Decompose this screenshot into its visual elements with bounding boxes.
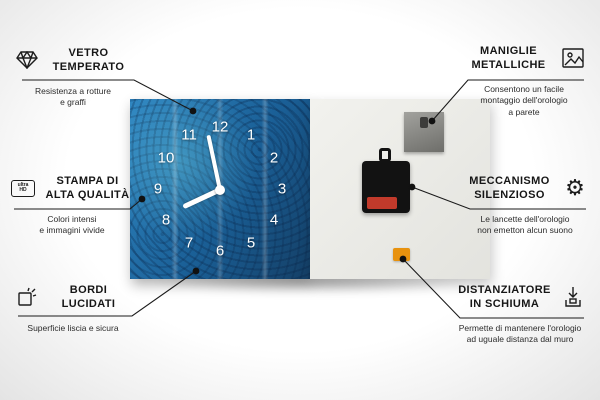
callout-subtitle: Colori intensi e immagini vivide xyxy=(39,213,105,236)
callout-stampa-alta-qualita: ultra HD STAMPA DI ALTA QUALITÀ Colori i… xyxy=(10,174,134,237)
clock-number: 1 xyxy=(246,126,256,144)
callout-title: BORDI LUCIDATI xyxy=(61,284,116,311)
clock-number: 3 xyxy=(277,180,287,198)
callout-bordi-lucidati: BORDI LUCIDATI Superficie liscia e sicur… xyxy=(14,283,132,334)
clock-center-cap xyxy=(215,185,225,195)
callout-meccanismo-silenzioso: MECCANISMO SILENZIOSO ⚙ Le lancette dell… xyxy=(462,174,588,237)
polished-edge-icon xyxy=(14,287,40,307)
diamond-icon xyxy=(14,51,40,70)
callout-title: MANIGLIE METALLICHE xyxy=(471,45,546,72)
clock-front: 12 1 2 3 4 5 6 7 8 9 10 11 xyxy=(130,99,310,279)
clock-number: 5 xyxy=(246,234,256,252)
hanger-slot xyxy=(420,117,428,128)
callout-subtitle: Le lancette dell'orologio non emetton al… xyxy=(477,213,573,236)
callout-subtitle: Superficie liscia e sicura xyxy=(27,322,119,333)
callout-vetro-temperato: VETRO TEMPERATO Resistenza a rotture e g… xyxy=(14,46,132,109)
ultra-hd-badge-icon: ultra HD xyxy=(10,179,36,197)
callout-subtitle: Consentono un facile montaggio dell'orol… xyxy=(480,83,568,118)
picture-frame-icon xyxy=(560,48,586,68)
callout-subtitle: Resistenza a rotture e graffi xyxy=(34,85,112,108)
callout-title: MECCANISMO SILENZIOSO xyxy=(469,175,550,202)
clock-mechanism xyxy=(362,148,410,213)
callout-title: STAMPA DI ALTA QUALITÀ xyxy=(45,175,130,202)
clock-number: 4 xyxy=(269,211,279,229)
metal-hanger xyxy=(404,112,444,152)
clock-number: 6 xyxy=(215,242,225,260)
clock-number: 11 xyxy=(181,126,197,144)
clock-number: 9 xyxy=(153,180,163,198)
clock-number: 10 xyxy=(157,149,175,167)
callout-title: VETRO TEMPERATO xyxy=(52,47,125,74)
clock-number: 2 xyxy=(269,149,279,167)
mechanism-hook xyxy=(379,148,391,162)
gear-icon: ⚙ xyxy=(565,175,585,201)
callout-maniglie-metalliche: MANIGLIE METALLICHE Consentono un facile… xyxy=(462,44,586,119)
clock-number: 8 xyxy=(161,211,171,229)
callout-title: DISTANZIATORE IN SCHIUMA xyxy=(458,284,551,311)
foam-spacer-icon xyxy=(560,286,586,308)
callout-distanziatore-schiuma: DISTANZIATORE IN SCHIUMA Permette di man… xyxy=(454,283,586,346)
foam-spacer xyxy=(393,248,410,261)
battery xyxy=(367,197,397,209)
clock-number: 12 xyxy=(211,118,229,136)
clock-number: 7 xyxy=(184,234,194,252)
callout-subtitle: Permette di mantenere l'orologio ad ugua… xyxy=(458,322,582,345)
